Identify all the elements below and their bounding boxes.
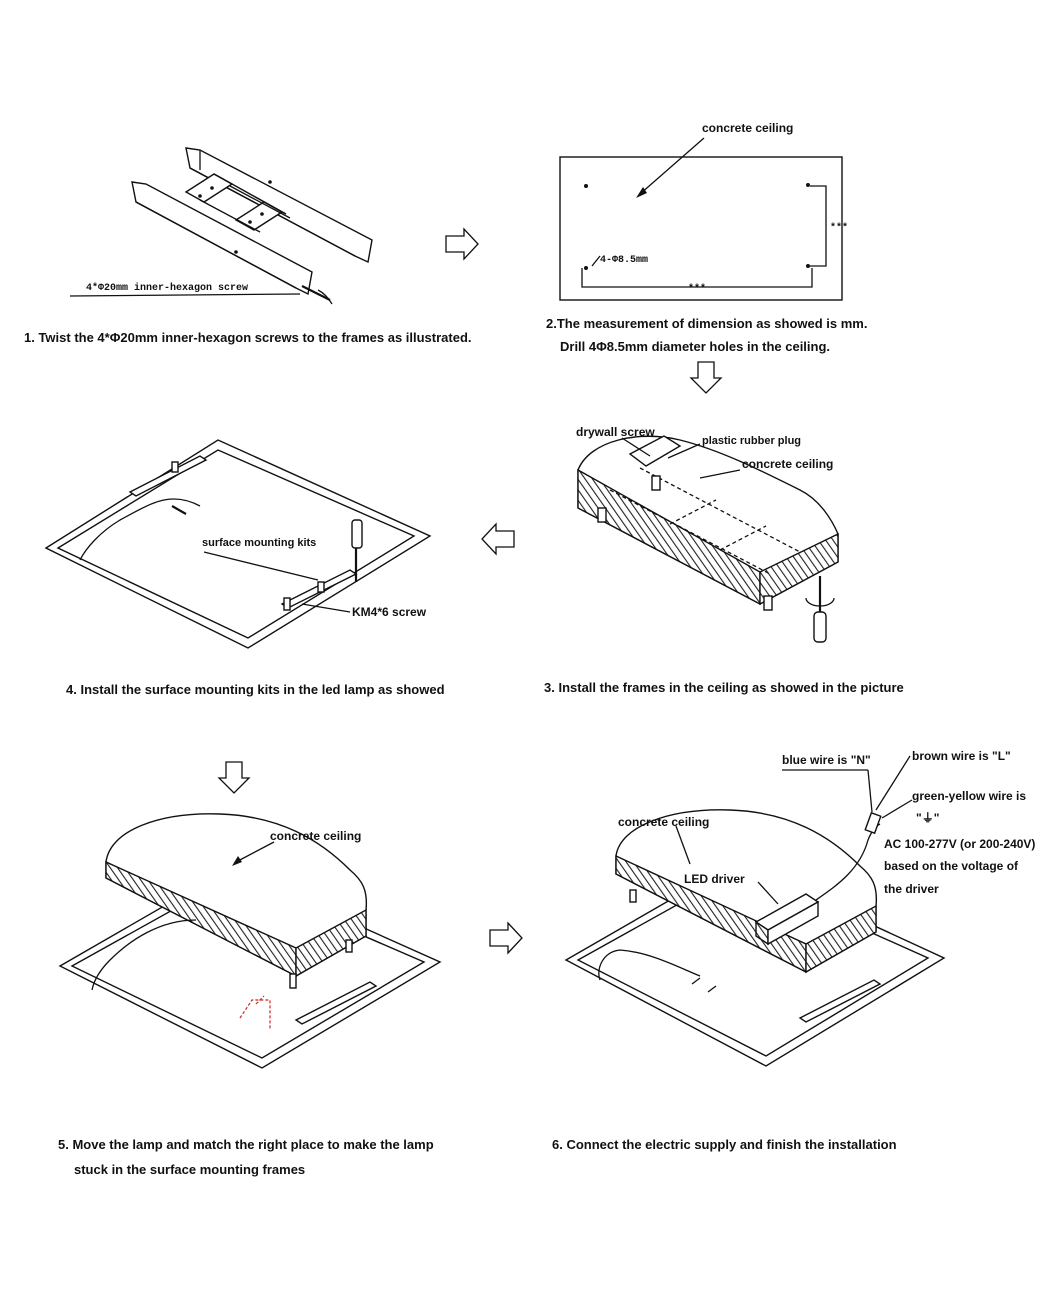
step5-lamp-match (58, 813, 442, 1069)
step3-ceiling-install (577, 435, 839, 643)
flow-arrow-down-icon (217, 761, 251, 794)
step6-green-wire-label: green-yellow wire is (912, 789, 1026, 803)
step1-caption: 1. Twist the 4*Φ20mm inner-hexagon screw… (24, 330, 472, 345)
step2-caption-line2: Drill 4Φ8.5mm diameter holes in the ceil… (560, 339, 830, 354)
step6-blue-wire-label: blue wire is "N" (782, 753, 871, 767)
step2-ceiling-plan (559, 137, 843, 301)
step2-caption-line1: 2.The measurement of dimension as showed… (546, 316, 867, 331)
step2-dim-horizontal: *** (688, 283, 706, 295)
flow-arrow-right-icon (489, 921, 523, 955)
step6-driver-label: LED driver (684, 872, 745, 886)
step6-ceiling-label: concrete ceiling (618, 815, 709, 829)
step4-kits-label: surface mounting kits (202, 537, 316, 549)
step4-lamp-kits (44, 439, 432, 649)
step3-caption: 3. Install the frames in the ceiling as … (544, 680, 904, 695)
step1-frame-illustration (131, 147, 373, 305)
step1-screw-label: 4*Φ20mm inner-hexagon screw (86, 282, 248, 294)
step3-plug-label: plastic rubber plug (702, 435, 801, 447)
step3-ceiling-label: concrete ceiling (742, 457, 833, 471)
flow-arrow-down-icon (689, 361, 723, 394)
step2-holes-label: 4-Φ8.5mm (600, 255, 648, 266)
step5-caption-line2: stuck in the surface mounting frames (74, 1162, 305, 1177)
step6-brown-wire-label: brown wire is "L" (912, 749, 1011, 763)
flow-arrow-right-icon (445, 227, 479, 261)
step1-screw-callout: 4*Φ20mm inner-hexagon screw (69, 282, 301, 297)
step6-ac-line3: the driver (884, 882, 939, 896)
step4-screw-label: KM4*6 screw (352, 605, 427, 619)
step6-electrical-connection (564, 755, 946, 1067)
step6-ac-line2: based on the voltage of (884, 859, 1019, 873)
flow-arrow-left-icon (481, 522, 515, 556)
step3-drywall-label: drywall screw (576, 425, 655, 439)
step5-caption-line1: 5. Move the lamp and match the right pla… (58, 1137, 434, 1152)
step4-caption: 4. Install the surface mounting kits in … (66, 682, 445, 697)
step6-ground-symbol: "⏚" (916, 811, 939, 825)
step5-ceiling-label: concrete ceiling (270, 829, 361, 843)
step2-dim-vertical: *** (830, 222, 848, 234)
step2-ceiling-label: concrete ceiling (702, 121, 793, 135)
step6-caption: 6. Connect the electric supply and finis… (552, 1137, 897, 1152)
step6-ac-line1: AC 100-277V (or 200-240V) (884, 837, 1035, 851)
